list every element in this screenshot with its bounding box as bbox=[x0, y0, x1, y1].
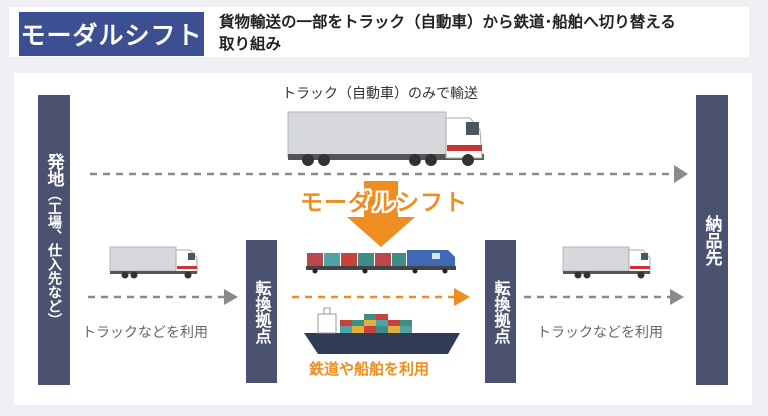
description-line-2: 取り組み bbox=[219, 35, 282, 53]
middle-segment-arrowhead bbox=[454, 288, 470, 306]
destination-label: 納品先 bbox=[701, 214, 722, 266]
transfer-point-right: 転換拠点 bbox=[485, 240, 516, 383]
left-segment-label: トラックなどを利用 bbox=[82, 325, 208, 341]
small-truck-icon-right bbox=[562, 246, 651, 279]
transfer-point-left-label: 転換拠点 bbox=[252, 279, 272, 344]
left-segment-arrowhead bbox=[224, 289, 238, 305]
right-segment-arrowhead bbox=[670, 289, 684, 305]
down-arrow-icon bbox=[347, 181, 415, 247]
middle-segment-label: 鉄道や船舶を利用 bbox=[309, 360, 430, 378]
origin-label: 発地 bbox=[43, 153, 64, 187]
truck-only-route-label: トラック（自動車）のみで輸送 bbox=[282, 86, 478, 102]
cargo-ship-icon bbox=[304, 307, 460, 354]
small-truck-icon-left bbox=[109, 246, 198, 279]
description: 貨物輸送の一部をトラック（自動車）から鉄道･船舶へ切り替える 取り組み bbox=[219, 11, 744, 55]
description-line-1: 貨物輸送の一部をトラック（自動車）から鉄道･船舶へ切り替える bbox=[219, 13, 676, 31]
right-segment-label: トラックなどを利用 bbox=[537, 325, 663, 341]
origin-sub-label: （工場、仕入先など） bbox=[46, 187, 62, 327]
large-truck-icon bbox=[287, 111, 484, 166]
title-badge: モーダルシフト bbox=[19, 12, 204, 56]
modal-shift-label: モーダルシフト bbox=[300, 190, 468, 216]
freight-train-icon bbox=[306, 250, 456, 274]
origin-bar: 発地 （工場、仕入先など） bbox=[38, 95, 70, 385]
truck-only-route-arrowhead bbox=[674, 165, 688, 183]
transfer-point-left: 転換拠点 bbox=[246, 240, 277, 383]
destination-bar: 納品先 bbox=[696, 95, 728, 385]
header: モーダルシフト 貨物輸送の一部をトラック（自動車）から鉄道･船舶へ切り替える 取… bbox=[9, 7, 749, 57]
transfer-point-right-label: 転換拠点 bbox=[491, 279, 511, 344]
